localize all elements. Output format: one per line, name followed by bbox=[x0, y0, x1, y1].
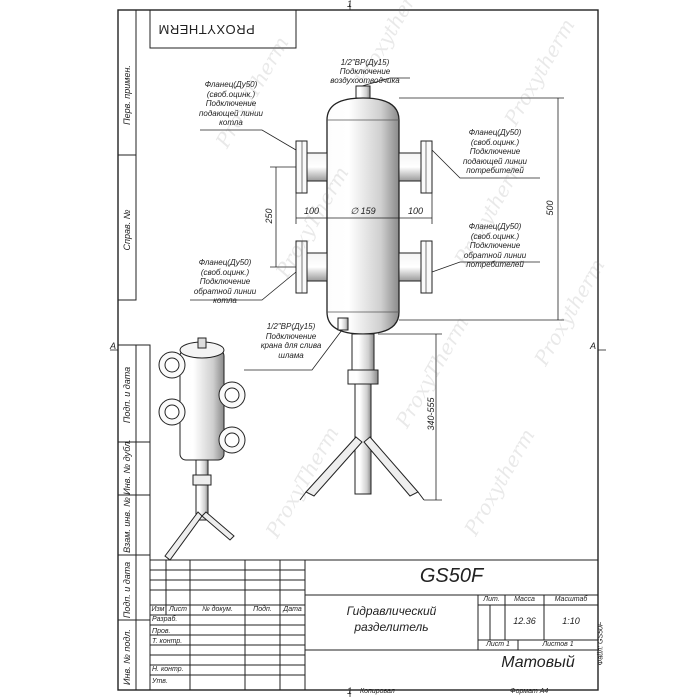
right-top-pipe bbox=[398, 152, 422, 182]
frb-l5: потребителей bbox=[466, 260, 524, 269]
flange-left-bottom bbox=[295, 240, 308, 294]
right-bottom-pipe bbox=[398, 252, 422, 282]
flt-l4: подающей линии bbox=[199, 108, 263, 118]
dim-height-between: 250 bbox=[264, 208, 274, 224]
side-perv-primen: Перв. примен. bbox=[122, 65, 132, 125]
zone-letter-left: А bbox=[110, 341, 117, 351]
top-fitting-callout: 1/2"ВР(Ду15) Подключение воздухоотводчик… bbox=[310, 58, 420, 85]
flt-l5: котла bbox=[219, 118, 243, 127]
frb-l1: Фланец(Ду50) bbox=[468, 222, 522, 231]
side-stamp-grid bbox=[117, 9, 151, 691]
flange-right-bottom bbox=[420, 240, 433, 294]
separator-3d-view bbox=[158, 337, 246, 561]
side-inv-podl: Инв. № подл. bbox=[122, 629, 132, 685]
bf-l1: Подключение bbox=[265, 331, 317, 341]
dim-right-branch: 100 bbox=[407, 206, 424, 216]
flange-right-bottom-callout: Фланец(Ду50) (своб.оцинк.) Подключение о… bbox=[440, 222, 550, 270]
frb-l3: Подключение bbox=[469, 241, 521, 250]
dim-height-total: 500 bbox=[545, 200, 555, 216]
frt-l4: подающей линии bbox=[463, 156, 527, 166]
dimension-lines bbox=[270, 97, 564, 501]
flange-left-top-callout: Фланец(Ду50) (своб.оцинк.) Подключение п… bbox=[176, 80, 286, 128]
dim-diameter: ∅ 159 bbox=[350, 206, 376, 216]
col-doc: № докум. bbox=[202, 606, 233, 613]
top-fitting-label1: Подключение bbox=[339, 67, 391, 76]
side-podp-data-2: Подп. и дата bbox=[122, 561, 132, 619]
top-fitting-label2: воздухоотводчика bbox=[330, 76, 400, 85]
mass-value: 12.36 bbox=[513, 616, 536, 626]
col-podp: Подп. bbox=[253, 606, 272, 613]
col-izm: Изм bbox=[151, 606, 165, 613]
row-prov: Пров. bbox=[152, 628, 171, 635]
sheet-number-top: 1 bbox=[347, 0, 353, 9]
left-bottom-pipe bbox=[306, 252, 328, 282]
side-vzam-inv: Взам. инв. № bbox=[122, 497, 132, 553]
dim-stand-height: 340-555 bbox=[426, 397, 436, 431]
frt-l3: Подключение bbox=[469, 147, 521, 156]
product-name-line1: Гидравлический bbox=[346, 604, 437, 618]
frt-l1: Фланец(Ду50) bbox=[468, 128, 522, 137]
row-razrab: Разраб. bbox=[152, 616, 178, 623]
frb-l2: (своб.оцинк.) bbox=[470, 231, 520, 241]
stand-clamp bbox=[347, 369, 379, 385]
sheets-label: Листов 1 bbox=[542, 641, 574, 648]
frb-l4: обратной линии bbox=[463, 250, 527, 260]
col-data: Дата bbox=[283, 606, 302, 613]
flange-right-top-callout: Фланец(Ду50) (своб.оцинк.) Подключение п… bbox=[440, 128, 550, 176]
scale-label: Масштаб bbox=[554, 596, 588, 603]
brand-mirrored: PROXYTHERM bbox=[158, 22, 255, 37]
flt-l2: (своб.оцинк.) bbox=[206, 89, 256, 99]
designation: GS50F bbox=[419, 565, 484, 587]
bottom-fitting-callout: 1/2"ВР(Ду15) Подключение крана для слива… bbox=[236, 322, 346, 360]
flange-left-bottom-callout: Фланец(Ду50) (своб.оцинк.) Подключение о… bbox=[170, 258, 280, 306]
copied-label: Копировал bbox=[360, 688, 395, 695]
top-air-vent-fitting bbox=[355, 85, 371, 99]
bf-l2: крана для слива bbox=[260, 341, 322, 350]
scale-value: 1:10 bbox=[562, 616, 580, 626]
zone-letter-right: А bbox=[590, 341, 597, 351]
row-nkontr: Н. контр. bbox=[152, 666, 184, 673]
lit-label: Лит. bbox=[483, 596, 500, 603]
row-tkontr: Т. контр. bbox=[152, 638, 183, 645]
col-list: Лист bbox=[168, 606, 188, 613]
bf-l3: шлама bbox=[278, 350, 304, 360]
side-podp-data-1: Подп. и дата bbox=[122, 366, 132, 424]
flb-l1: Фланец(Ду50) bbox=[198, 258, 252, 267]
flange-right-top bbox=[420, 140, 433, 194]
material: Матовый bbox=[501, 654, 575, 671]
flb-l4: обратной линии bbox=[193, 286, 257, 296]
leader-lines bbox=[190, 77, 540, 371]
bottom-drain-fitting bbox=[337, 317, 349, 331]
row-utv: Утв. bbox=[152, 678, 168, 685]
mass-label: Масса bbox=[514, 596, 535, 603]
flt-l1: Фланец(Ду50) bbox=[204, 80, 258, 89]
side-inv-dubl: Инв. № дубл. bbox=[122, 439, 132, 495]
sheet-number-bottom: 1 bbox=[347, 686, 353, 696]
product-name-line2: разделитель bbox=[354, 620, 429, 634]
dim-left-branch: 100 bbox=[303, 206, 320, 216]
side-sprav-no: Справ. № bbox=[122, 209, 132, 251]
format-label: Формат А4 bbox=[510, 688, 549, 695]
brand-box bbox=[149, 9, 297, 49]
file-label: Файл: GS50F bbox=[597, 621, 605, 666]
left-top-pipe bbox=[306, 152, 328, 182]
flb-l3: Подключение bbox=[199, 277, 251, 286]
flb-l5: котла bbox=[213, 296, 237, 305]
top-fitting-thread: 1/2"ВР(Ду15) bbox=[340, 58, 390, 67]
flb-l2: (своб.оцинк.) bbox=[200, 267, 250, 277]
flange-left-top bbox=[295, 140, 308, 194]
flt-l3: Подключение bbox=[205, 99, 257, 108]
frt-l5: потребителей bbox=[466, 166, 524, 175]
separator-main-view bbox=[295, 85, 433, 501]
stand-leg-left bbox=[305, 436, 363, 497]
stand-leg-right bbox=[363, 436, 419, 497]
sheet-label: Лист 1 bbox=[486, 641, 510, 648]
bf-thread: 1/2"ВР(Ду15) bbox=[266, 322, 316, 331]
title-block-grid bbox=[149, 559, 599, 691]
frt-l2: (своб.оцинк.) bbox=[470, 137, 520, 147]
